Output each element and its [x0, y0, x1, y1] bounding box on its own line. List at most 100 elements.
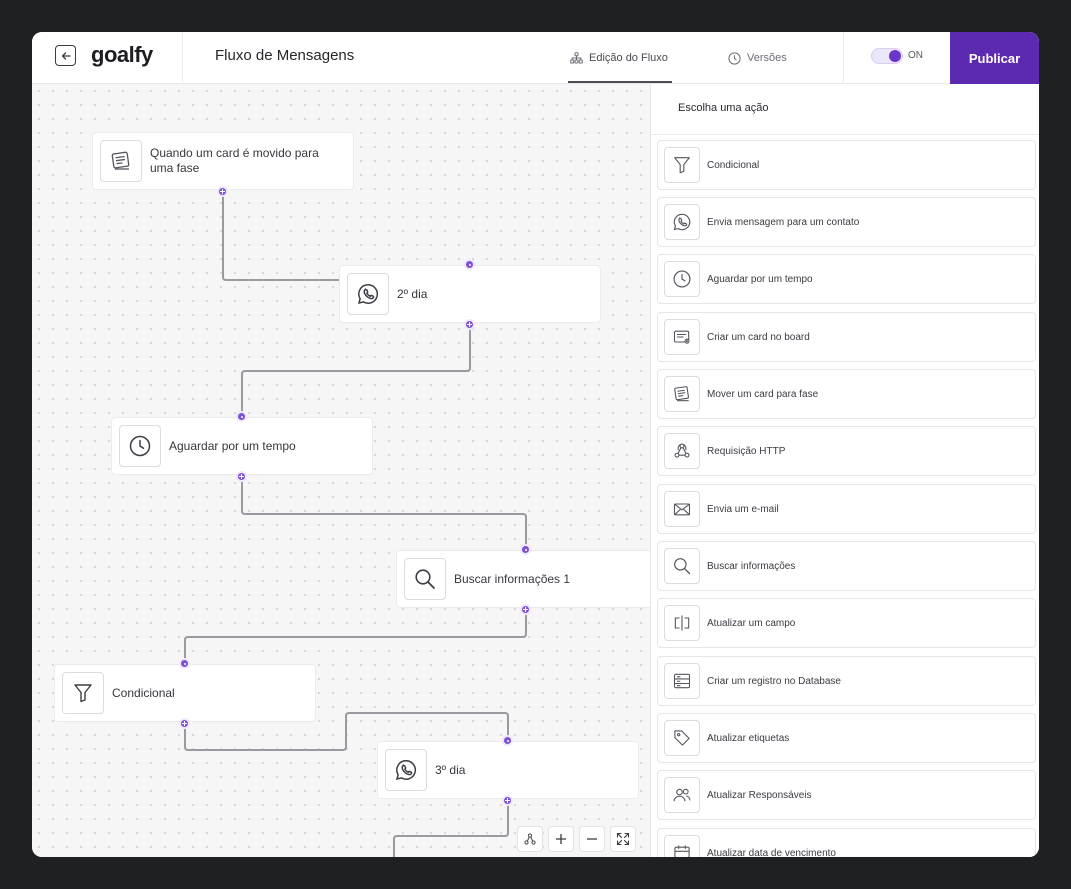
node-label: Quando um card é movido para uma fase: [150, 146, 319, 175]
flow-node-whatsapp-2[interactable]: 2º dia: [339, 265, 601, 323]
action-envia-email[interactable]: Envia um e-mail: [657, 484, 1036, 534]
flow-node-conditional[interactable]: Condicional: [54, 664, 316, 722]
action-label: Envia mensagem para um contato: [707, 216, 860, 228]
node-label: Condicional: [112, 685, 175, 700]
action-atualizar-etiquetas[interactable]: Atualizar etiquetas: [657, 713, 1036, 763]
flow-node-search[interactable]: Buscar informações 1: [396, 550, 650, 608]
header-divider: [843, 32, 844, 84]
input-port[interactable]: [464, 259, 475, 270]
create-card-icon: [664, 319, 700, 355]
active-tab-indicator: [568, 81, 672, 83]
field-icon: [664, 605, 700, 641]
input-port[interactable]: [236, 411, 247, 422]
action-envia-mensagem[interactable]: Envia mensagem para um contato: [657, 197, 1036, 247]
clock-icon: [664, 261, 700, 297]
flow-node-whatsapp-3[interactable]: 3º dia: [377, 741, 639, 799]
expand-icon: [616, 832, 630, 846]
flow-node-trigger[interactable]: Quando um card é movido para uma fase: [92, 132, 354, 190]
action-mover-card[interactable]: Mover um card para fase: [657, 369, 1036, 419]
minus-icon: [586, 833, 598, 845]
move-card-icon: [664, 376, 700, 412]
sitemap-icon: [570, 52, 583, 64]
search-icon: [404, 558, 446, 600]
arrow-left-icon: [60, 50, 72, 62]
input-port[interactable]: [520, 544, 531, 555]
filter-icon: [62, 672, 104, 714]
app-window: goalfy Fluxo de Mensagens Edição do Flux…: [32, 32, 1039, 857]
sitemap-icon: [524, 833, 536, 845]
flow-canvas[interactable]: Quando um card é movido para uma fase 2º…: [32, 84, 650, 857]
action-criar-registro[interactable]: Criar um registro no Database: [657, 656, 1036, 706]
action-requisicao-http[interactable]: Requisição HTTP: [657, 426, 1036, 476]
action-label: Atualizar data de vencimento: [707, 847, 836, 858]
edge: [184, 712, 509, 751]
action-aguardar[interactable]: Aguardar por um tempo: [657, 254, 1036, 304]
input-port[interactable]: [502, 735, 513, 746]
add-node-port[interactable]: [520, 604, 531, 615]
goalfy-logo: goalfy: [91, 42, 153, 67]
action-atualizar-data[interactable]: Atualizar data de vencimento: [657, 828, 1036, 857]
action-criar-card[interactable]: Criar um card no board: [657, 312, 1036, 362]
flow-node-wait[interactable]: Aguardar por um tempo: [111, 417, 373, 475]
node-label: Buscar informações 1: [454, 571, 571, 586]
action-condicional[interactable]: Condicional: [657, 140, 1036, 190]
whatsapp-icon: [385, 749, 427, 791]
panel-title: Escolha uma ação: [678, 102, 769, 114]
add-node-port[interactable]: [217, 186, 228, 197]
active-toggle[interactable]: [871, 48, 903, 64]
add-node-port[interactable]: [236, 471, 247, 482]
action-label: Atualizar um campo: [707, 617, 796, 629]
add-node-port[interactable]: [502, 795, 513, 806]
toggle-knob: [889, 50, 901, 62]
action-atualizar-campo[interactable]: Atualizar um campo: [657, 598, 1036, 648]
database-icon: [664, 663, 700, 699]
search-icon: [664, 548, 700, 584]
zoom-in-button[interactable]: [548, 826, 574, 852]
node-label: 3º dia: [435, 762, 466, 777]
layout-button[interactable]: [517, 826, 543, 852]
top-bar: goalfy Fluxo de Mensagens Edição do Flux…: [32, 32, 1039, 84]
node-label: Aguardar por um tempo: [169, 438, 296, 453]
action-label: Buscar informações: [707, 560, 796, 572]
tab-label: Versões: [747, 52, 787, 64]
tab-label: Edição do Fluxo: [589, 52, 668, 64]
users-icon: [664, 777, 700, 813]
add-node-port[interactable]: [464, 319, 475, 330]
fit-view-button[interactable]: [610, 826, 636, 852]
back-button[interactable]: [55, 45, 76, 66]
action-label: Condicional: [707, 159, 760, 171]
clock-icon: [728, 51, 741, 65]
input-port[interactable]: [179, 658, 190, 669]
action-label: Atualizar Responsáveis: [707, 789, 812, 801]
plus-icon: [555, 833, 567, 845]
panel-divider: [651, 134, 1039, 135]
zoom-out-button[interactable]: [579, 826, 605, 852]
publish-button[interactable]: Publicar: [950, 32, 1039, 84]
header-divider: [182, 32, 183, 84]
move-card-icon: [100, 140, 142, 182]
webhook-icon: [664, 433, 700, 469]
clock-icon: [119, 425, 161, 467]
whatsapp-icon: [664, 204, 700, 240]
mail-icon: [664, 491, 700, 527]
action-label: Mover um card para fase: [707, 388, 819, 400]
toggle-label: ON: [908, 50, 923, 61]
edge: [241, 324, 471, 416]
tag-icon: [664, 720, 700, 756]
action-atualizar-responsaveis[interactable]: Atualizar Responsáveis: [657, 770, 1036, 820]
page-title: Fluxo de Mensagens: [215, 47, 355, 64]
calendar-icon: [664, 835, 700, 857]
add-node-port[interactable]: [179, 718, 190, 729]
action-label: Atualizar etiquetas: [707, 732, 790, 744]
actions-panel: Escolha uma ação Condicional Envia mensa…: [650, 84, 1039, 857]
node-label: 2º dia: [397, 286, 428, 301]
tab-edicao-do-fluxo[interactable]: Edição do Fluxo: [570, 32, 668, 84]
action-label: Requisição HTTP: [707, 445, 786, 457]
action-label: Envia um e-mail: [707, 503, 779, 515]
edge: [184, 609, 527, 663]
action-buscar-informacoes[interactable]: Buscar informações: [657, 541, 1036, 591]
edge: [393, 800, 509, 857]
whatsapp-icon: [347, 273, 389, 315]
tab-versoes[interactable]: Versões: [728, 32, 787, 84]
